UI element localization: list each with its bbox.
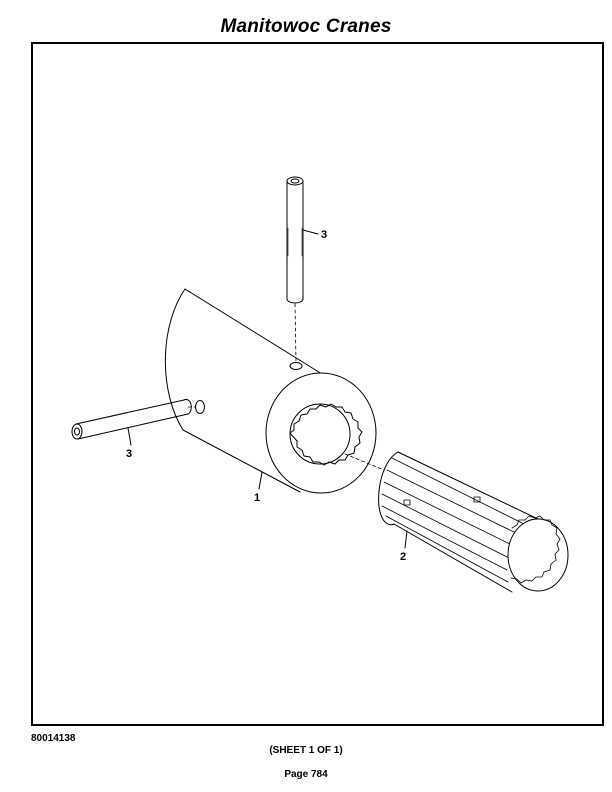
- drawing-frame: [31, 42, 604, 726]
- drawing-number: 80014138: [31, 733, 76, 744]
- splined-shaft: [344, 451, 569, 593]
- cylindrical-housing: [164, 288, 377, 494]
- roll-pin-horizontal: [71, 398, 197, 440]
- page-number: Page 784: [284, 769, 328, 780]
- page-title: Manitowoc Cranes: [220, 16, 392, 37]
- callout-pin-vertical: 3: [321, 229, 327, 241]
- callout-pin-horizontal: 3: [126, 448, 132, 460]
- callout-splined-shaft: 2: [400, 551, 406, 563]
- leader-line-pin-horizontal: [127, 427, 132, 446]
- leader-line-housing: [258, 471, 263, 490]
- sheet-indicator: (SHEET 1 OF 1): [269, 745, 343, 756]
- leader-line-shaft: [404, 530, 408, 549]
- callout-housing: 1: [254, 492, 260, 504]
- roll-pin-vertical: [286, 176, 304, 363]
- leader-line-pin-vertical: [302, 229, 319, 235]
